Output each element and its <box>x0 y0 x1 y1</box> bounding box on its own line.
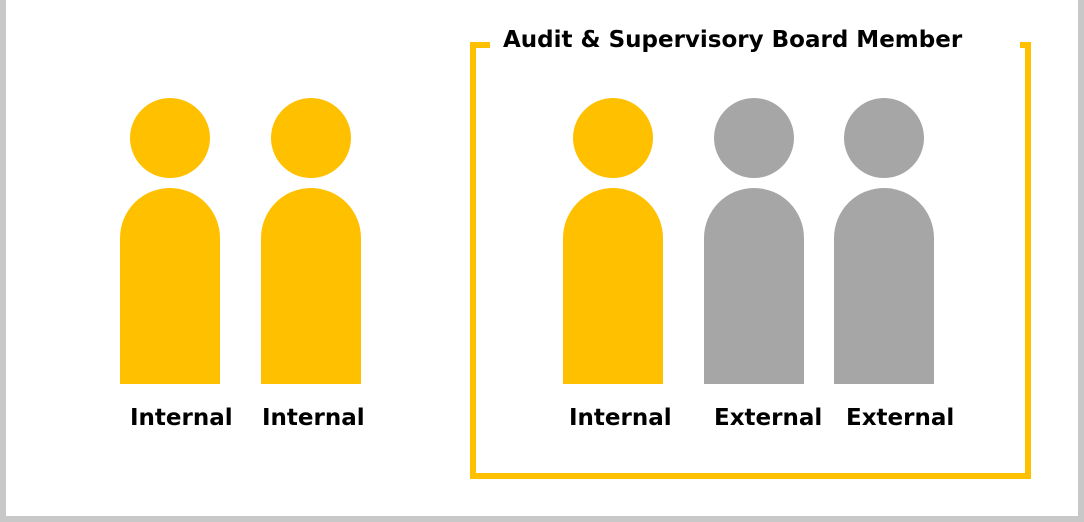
frame-right-border <box>1078 0 1084 522</box>
person-icon <box>120 98 220 384</box>
person-icon <box>704 98 804 384</box>
person-label: Internal <box>130 405 233 431</box>
person-head <box>573 98 653 178</box>
person-label: Internal <box>262 405 365 431</box>
person-body <box>120 188 220 384</box>
person-body <box>563 188 663 384</box>
person-head <box>130 98 210 178</box>
frame-bottom-border <box>0 516 1084 522</box>
person-label: External <box>846 405 955 431</box>
person-label: Internal <box>569 405 672 431</box>
person-body <box>261 188 361 384</box>
person-label: External <box>714 405 823 431</box>
frame-left-border <box>0 0 6 522</box>
person-head <box>271 98 351 178</box>
person-icon <box>261 98 361 384</box>
audit-board-title-gap <box>490 30 1020 60</box>
person-body <box>704 188 804 384</box>
audit-board-title: Audit & Supervisory Board Member <box>503 27 963 53</box>
person-icon <box>834 98 934 384</box>
person-head <box>844 98 924 178</box>
person-head <box>714 98 794 178</box>
person-body <box>834 188 934 384</box>
person-icon <box>563 98 663 384</box>
